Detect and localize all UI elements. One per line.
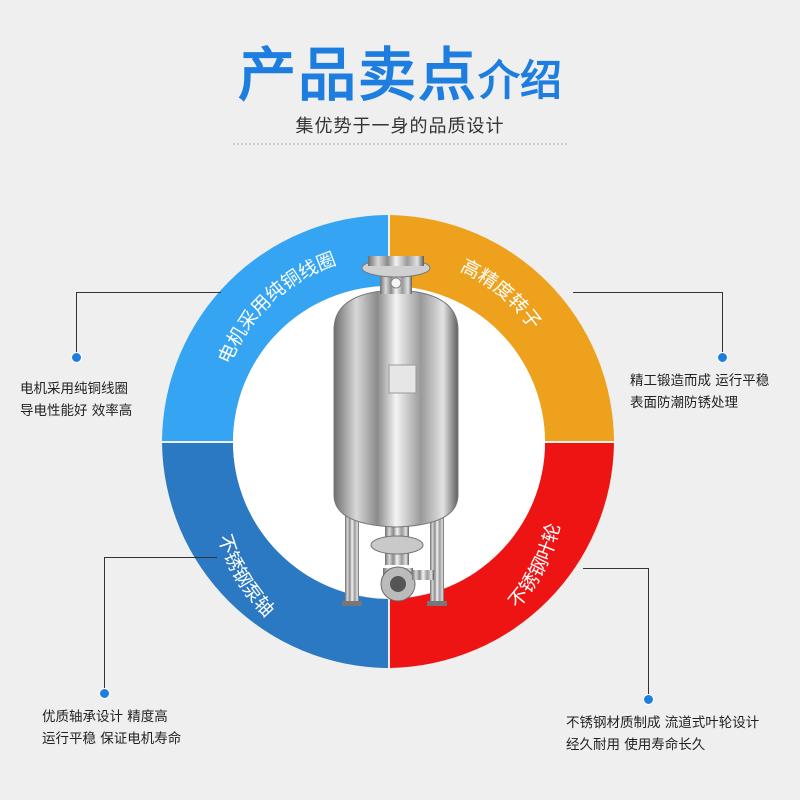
segment-bottom-right: [390, 443, 614, 668]
connector-top-left: [76, 292, 221, 293]
connector-bottom-left: [104, 557, 217, 558]
feature-bottom-right-line1: 不锈钢材质制成 流道式叶轮设计: [566, 715, 760, 731]
segment-bottom-left: [162, 443, 388, 668]
connector-top-left-vert: [76, 292, 77, 354]
connector-bottom-right: [583, 568, 648, 569]
title-main: 产品卖点: [237, 41, 478, 109]
page-title: 产品卖点介绍: [0, 28, 800, 112]
connector-dot-bottom-left: [99, 688, 110, 699]
subtitle: 集优势于一身的品质设计: [295, 116, 505, 137]
feature-bottom-left-line2: 运行平稳 保证电机寿命: [42, 731, 182, 747]
title-suffix: 介绍: [478, 56, 563, 105]
feature-bottom-right: 不锈钢材质制成 流道式叶轮设计 经久耐用 使用寿命长久: [566, 712, 759, 756]
feature-top-left-line1: 电机采用纯铜线圈: [20, 381, 128, 397]
feature-top-right: 精工锻造而成 运行平稳 表面防潮防锈处理: [630, 370, 769, 414]
connector-bottom-left-vert: [104, 557, 105, 690]
feature-bottom-right-line2: 经久耐用 使用寿命长久: [566, 737, 706, 753]
dotted-divider: [232, 143, 568, 145]
feature-top-right-line2: 表面防潮防锈处理: [630, 395, 738, 411]
pressure-tank-image: [333, 256, 459, 606]
feature-top-right-line1: 精工锻造而成 运行平稳: [630, 373, 770, 389]
feature-top-left: 电机采用纯铜线圈 导电性能好 效率高: [20, 378, 132, 422]
segment-top-right: [390, 215, 614, 441]
feature-top-left-line2: 导电性能好 效率高: [20, 403, 133, 419]
segment-top-left: [162, 215, 388, 441]
connector-dot-top-left: [71, 352, 82, 363]
feature-bottom-left-line1: 优质轴承设计 精度高: [42, 709, 168, 725]
connector-dot-top-right: [717, 352, 728, 363]
connector-top-right: [573, 292, 723, 293]
connector-top-right-vert: [722, 292, 723, 354]
connector-dot-bottom-right: [643, 694, 654, 705]
feature-bottom-left: 优质轴承设计 精度高 运行平稳 保证电机寿命: [42, 706, 181, 750]
connector-bottom-right-vert: [648, 568, 649, 696]
